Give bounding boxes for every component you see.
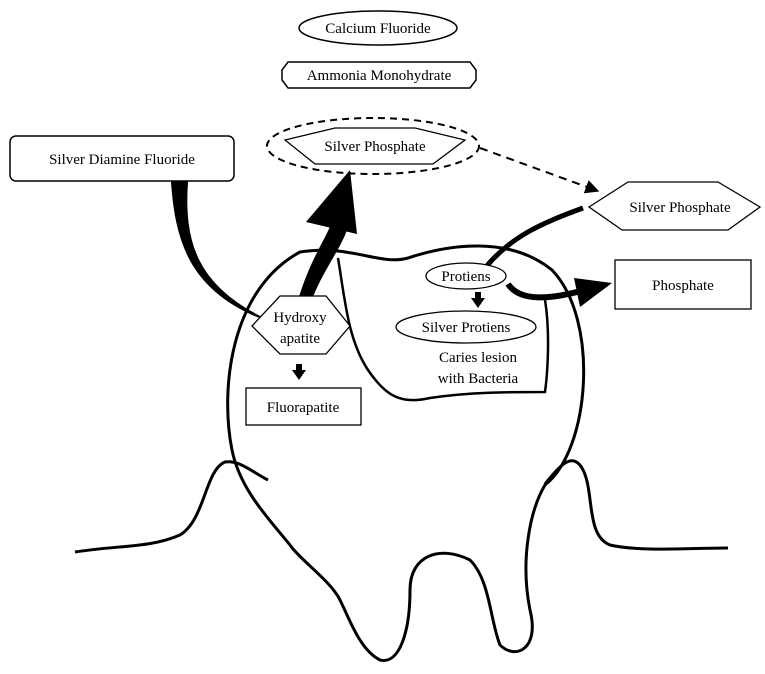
caries-lesion-label-line2: with Bacteria <box>438 371 519 387</box>
phosphate-node: Phosphate <box>615 260 751 309</box>
calcium-fluoride-node: Calcium Fluoride <box>299 11 457 45</box>
ammonia-monohydrate-node: Ammonia Monohydrate <box>282 62 476 88</box>
dashed-arrow-silver-phosphate <box>480 148 598 191</box>
phosphate-label: Phosphate <box>652 278 714 294</box>
down-arrow-protiens <box>471 292 485 308</box>
silver-phosphate-right-node: Silver Phosphate <box>589 182 760 230</box>
silver-phosphate-top-label: Silver Phosphate <box>324 139 426 155</box>
silver-protiens-label: Silver Protiens <box>422 320 511 336</box>
silver-diamine-fluoride-label: Silver Diamine Fluoride <box>49 152 195 168</box>
caries-lesion-label-line1: Caries lesion <box>439 350 517 366</box>
gum-line-right <box>545 461 728 549</box>
silver-phosphate-top-node: Silver Phosphate <box>267 118 479 174</box>
hydroxyapatite-node: Hydroxy apatite <box>252 296 350 354</box>
arrowhead-to-silver-phosphate-top <box>306 170 357 234</box>
arrow-sdf-to-hydroxyapatite <box>172 182 262 318</box>
hydroxyapatite-label-line1: Hydroxy <box>273 310 327 326</box>
silver-diamine-fluoride-node: Silver Diamine Fluoride <box>10 136 234 181</box>
fluorapatite-label: Fluorapatite <box>267 400 340 416</box>
silver-phosphate-right-label: Silver Phosphate <box>629 200 731 216</box>
arrowhead-to-phosphate <box>574 278 612 307</box>
protiens-label: Protiens <box>441 269 490 285</box>
protiens-node: Protiens <box>426 263 506 289</box>
down-arrow-hydroxyapatite <box>292 364 306 380</box>
calcium-fluoride-label: Calcium Fluoride <box>325 21 431 37</box>
hydroxyapatite-label-line2: apatite <box>280 331 320 347</box>
ammonia-monohydrate-label: Ammonia Monohydrate <box>307 68 452 84</box>
fluorapatite-node: Fluorapatite <box>246 388 361 425</box>
silver-protiens-node: Silver Protiens <box>396 311 536 343</box>
